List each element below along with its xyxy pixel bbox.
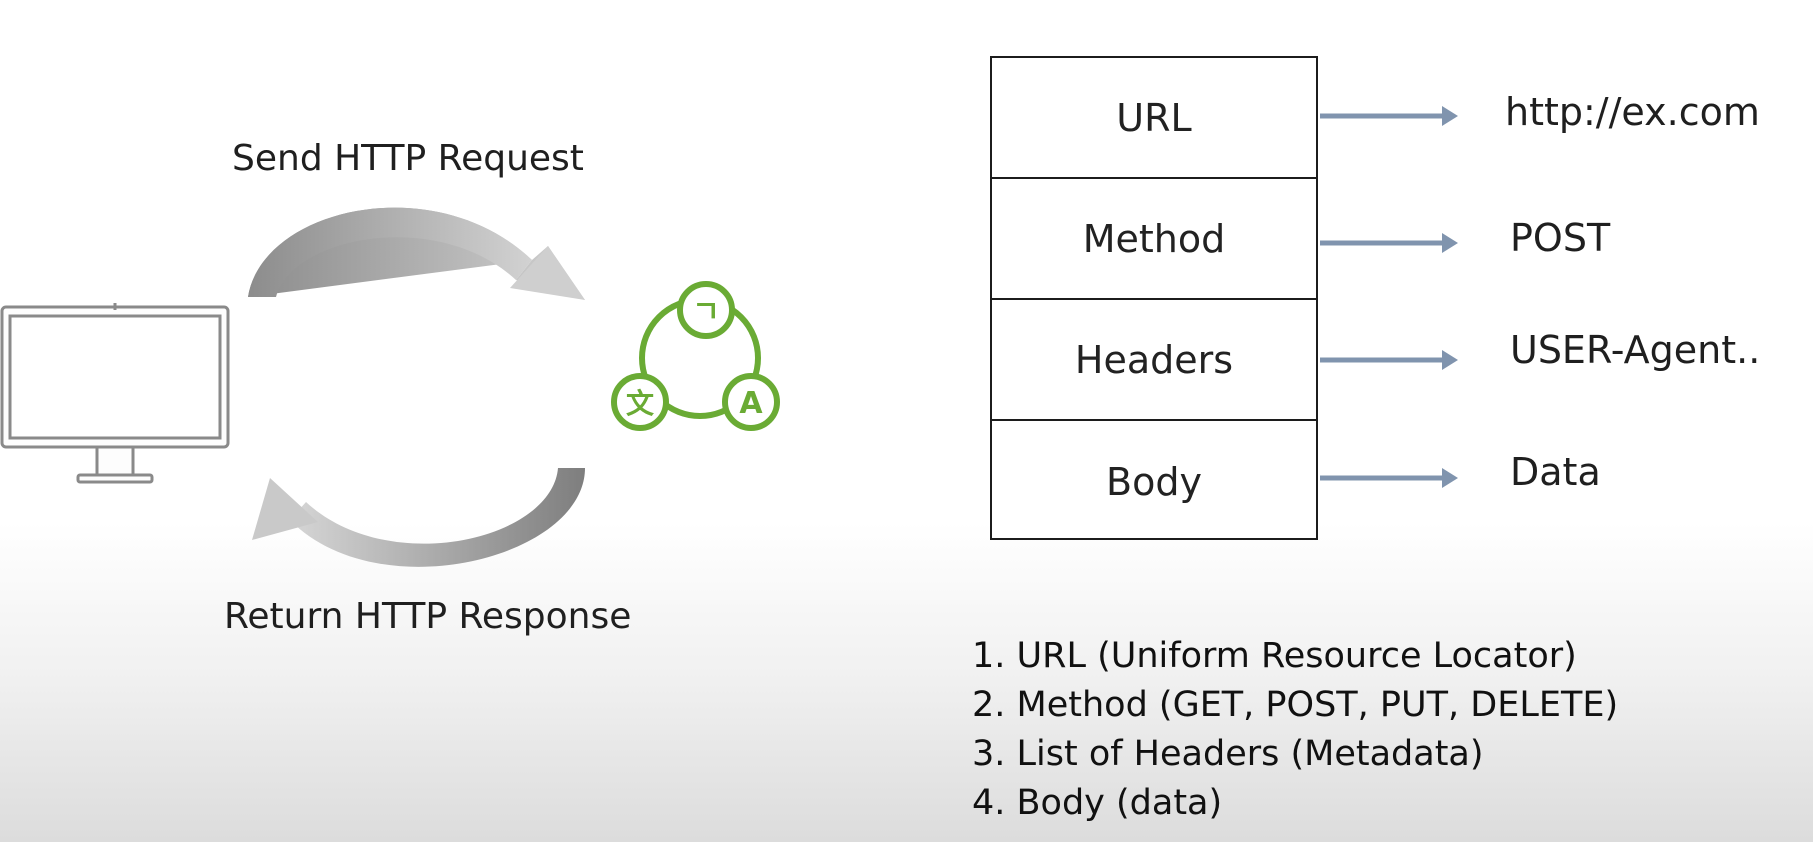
return-response-label: Return HTTP Response bbox=[224, 596, 632, 637]
value-headers: USER-Agent.. bbox=[1510, 328, 1761, 372]
field-headers: Headers bbox=[992, 300, 1316, 421]
list-item: 4. Body (data) bbox=[972, 783, 1223, 823]
value-url: http://ex.com bbox=[1505, 90, 1760, 134]
send-request-label: Send HTTP Request bbox=[232, 138, 584, 179]
list-item: 3. List of Headers (Metadata) bbox=[972, 734, 1484, 774]
list-item: 2. Method (GET, POST, PUT, DELETE) bbox=[972, 685, 1619, 725]
arrow-headers bbox=[1320, 350, 1458, 370]
field-url: URL bbox=[992, 58, 1316, 179]
request-response-flow: ㄱ 文 A bbox=[0, 207, 780, 567]
request-arrow bbox=[248, 207, 585, 300]
translate-glyph-chinese: 文 bbox=[626, 387, 654, 420]
field-body: Body bbox=[1106, 459, 1202, 504]
translate-glyph-korean: ㄱ bbox=[692, 295, 720, 330]
arrow-url bbox=[1320, 106, 1458, 126]
field-method: Method bbox=[992, 179, 1316, 300]
arrow-method bbox=[1320, 233, 1458, 253]
value-method: POST bbox=[1510, 216, 1611, 260]
translate-icon: ㄱ 文 A bbox=[611, 281, 780, 431]
response-arrow bbox=[252, 468, 585, 567]
field-arrows bbox=[1320, 106, 1458, 488]
value-body: Data bbox=[1510, 450, 1601, 494]
request-components-list: 1. URL (Uniform Resource Locator) 2. Met… bbox=[972, 632, 1618, 828]
arrow-body bbox=[1320, 468, 1458, 488]
list-item: 1. URL (Uniform Resource Locator) bbox=[972, 636, 1577, 676]
translate-glyph-latin: A bbox=[739, 386, 763, 421]
monitor-icon bbox=[0, 303, 230, 484]
request-structure-table: URL Method Headers Body bbox=[990, 56, 1318, 540]
